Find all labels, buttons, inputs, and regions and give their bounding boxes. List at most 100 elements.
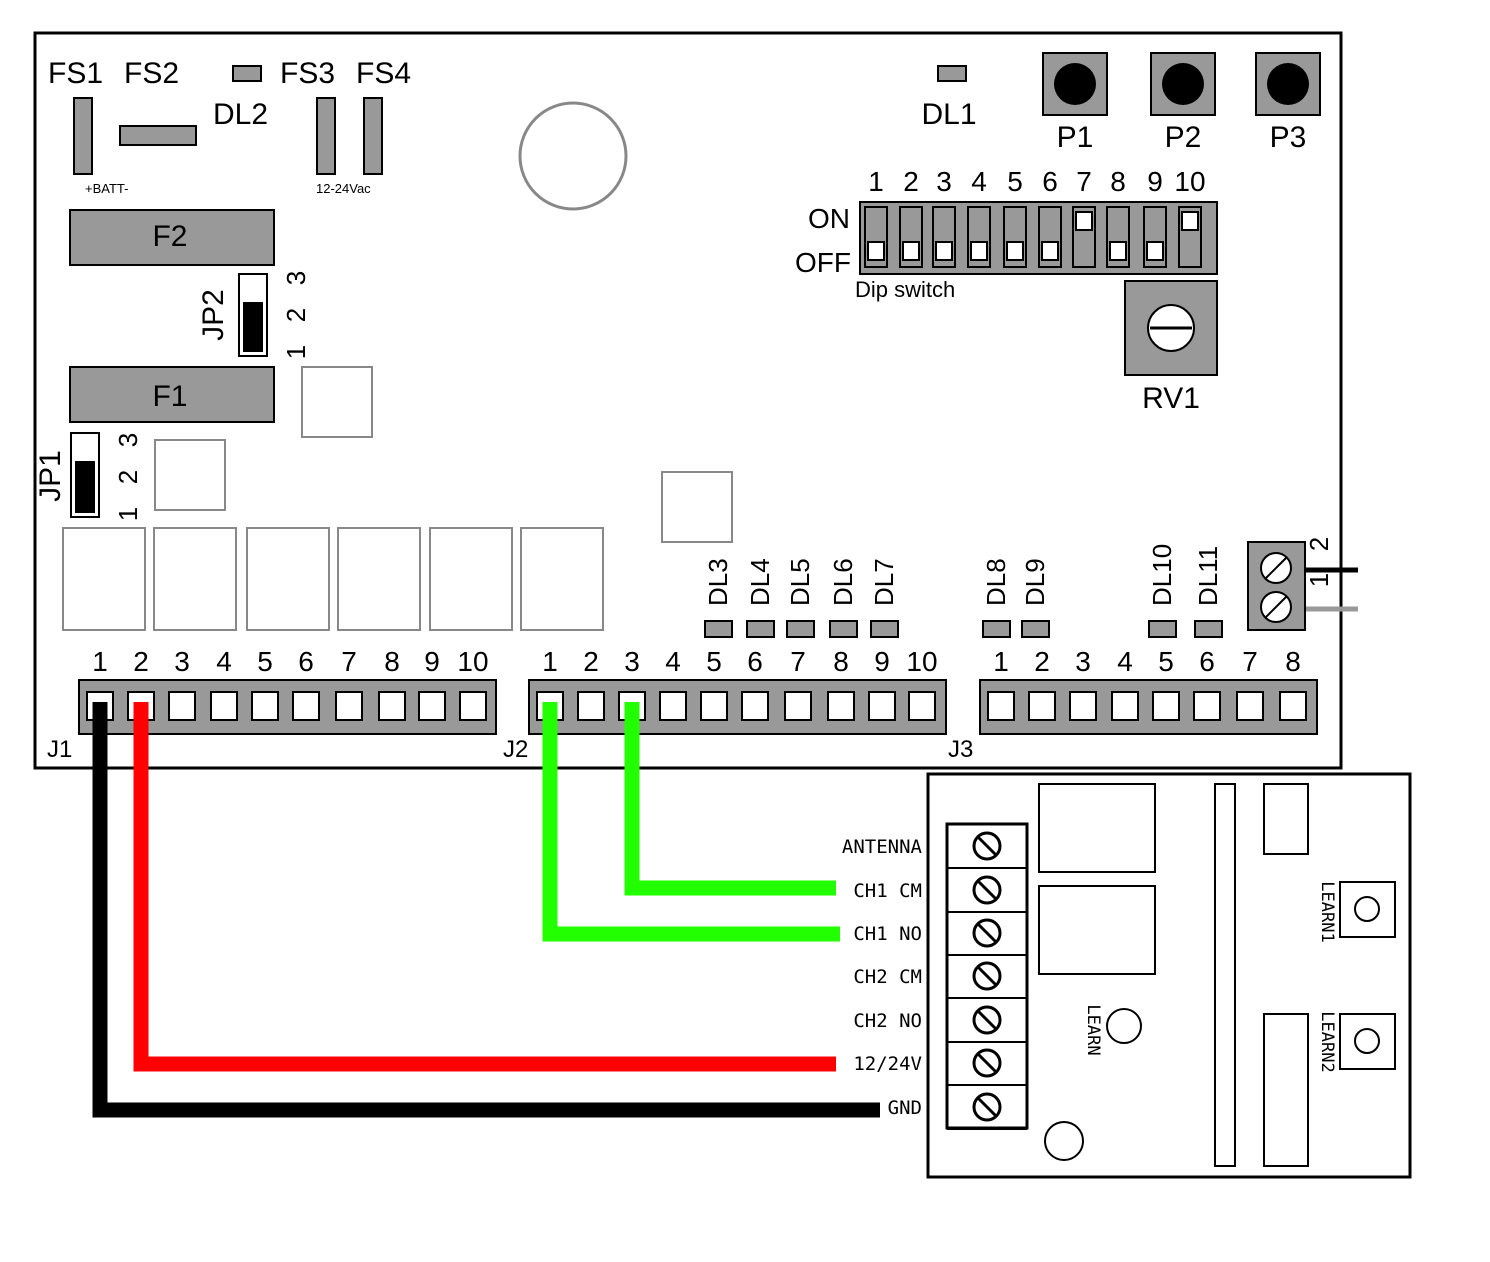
- p3-button[interactable]: [1255, 52, 1321, 116]
- j3-pin-5[interactable]: [1152, 691, 1180, 721]
- receiver-component: [1263, 783, 1309, 855]
- rx-terminal-2[interactable]: [947, 875, 1027, 913]
- dip-number: 3: [936, 166, 952, 197]
- component-box: [661, 471, 733, 543]
- jp1-pin-2: 2: [113, 470, 143, 484]
- learn2-button[interactable]: [1339, 1013, 1396, 1070]
- j2-pin-9[interactable]: [868, 691, 896, 721]
- fs2-fuse: [119, 125, 197, 146]
- receiver-relay: [1038, 783, 1156, 873]
- rx-terminal-5[interactable]: [947, 1005, 1027, 1043]
- fs2-label: FS2: [124, 57, 179, 90]
- j3-pin-2[interactable]: [1028, 691, 1056, 721]
- dip-switch-2[interactable]: [899, 206, 923, 268]
- dip-number: 4: [971, 166, 987, 197]
- j2-pin-2[interactable]: [577, 691, 605, 721]
- j2-pin-7[interactable]: [784, 691, 812, 721]
- rx-terminal-4[interactable]: [947, 961, 1027, 999]
- j2-label: J2: [503, 736, 528, 763]
- j2-pin-5[interactable]: [700, 691, 728, 721]
- dip-switch-6[interactable]: [1038, 206, 1062, 268]
- dip-switch-7[interactable]: [1072, 206, 1096, 268]
- j3-pin-1[interactable]: [987, 691, 1015, 721]
- led-dl4: [746, 620, 775, 638]
- j1-pin-7[interactable]: [335, 691, 363, 721]
- jp1-jumper[interactable]: [70, 432, 100, 518]
- p2-button[interactable]: [1150, 52, 1216, 116]
- dip-number: 6: [1042, 166, 1058, 197]
- dip-number: 1: [868, 166, 884, 197]
- j2-pin-number: 7: [790, 646, 806, 677]
- rx-terminal-label: CH2 CM: [853, 966, 922, 988]
- rx-terminal-1[interactable]: [947, 831, 1027, 869]
- j3-pin-6[interactable]: [1193, 691, 1221, 721]
- j3-pin-number: 6: [1199, 646, 1215, 677]
- j1-pin-3[interactable]: [168, 691, 196, 721]
- led-dl3: [704, 620, 733, 638]
- j2-pin-10[interactable]: [908, 691, 936, 721]
- led-label: DL8: [981, 558, 1011, 606]
- dip-slider: [902, 241, 920, 261]
- rx-terminal-6[interactable]: [947, 1048, 1027, 1086]
- j1-pin-number: 8: [384, 646, 400, 677]
- learn2-label: LEARN2: [1317, 1011, 1337, 1072]
- jp1-pin-1: 1: [113, 507, 143, 521]
- fs4-fuse: [363, 97, 383, 175]
- j2-pin-4[interactable]: [659, 691, 687, 721]
- j1-pin-5[interactable]: [251, 691, 279, 721]
- dip-switch-4[interactable]: [967, 206, 991, 268]
- jp2-pin-1: 1: [281, 345, 311, 359]
- led-dl9: [1021, 620, 1050, 638]
- j3-pin-8[interactable]: [1279, 691, 1307, 721]
- j2-pin-number: 3: [624, 646, 640, 677]
- capacitor: [518, 101, 628, 211]
- jp2-jumper[interactable]: [238, 273, 268, 357]
- j1-pin-6[interactable]: [292, 691, 320, 721]
- dip-slider: [1109, 241, 1127, 261]
- dip-number: 2: [903, 166, 919, 197]
- dip-switch-5[interactable]: [1003, 206, 1027, 268]
- led-label: DL3: [703, 558, 733, 606]
- component-box: [154, 439, 226, 511]
- fs1-label: FS1: [48, 57, 103, 90]
- dip-slider: [1006, 241, 1024, 261]
- j1-pin-8[interactable]: [378, 691, 406, 721]
- jp1-label: JP1: [34, 450, 67, 502]
- rx-terminal-label: 12/24V: [853, 1053, 922, 1075]
- j1-pin-9[interactable]: [418, 691, 446, 721]
- rx-terminal-label: CH2 NO: [853, 1010, 922, 1032]
- j2-pin-number: 5: [706, 646, 722, 677]
- learn1-button[interactable]: [1339, 881, 1396, 938]
- j2-pin-6[interactable]: [741, 691, 769, 721]
- dip-switch-10[interactable]: [1178, 206, 1202, 268]
- batt-label: +BATT-: [85, 181, 128, 196]
- rx-terminal-label: GND: [888, 1097, 922, 1119]
- j3-pin-4[interactable]: [1111, 691, 1139, 721]
- j3-pin-3[interactable]: [1069, 691, 1097, 721]
- dl2-led: [232, 65, 262, 82]
- dip-number: 5: [1007, 166, 1023, 197]
- dip-switch-3[interactable]: [932, 206, 956, 268]
- j3-pin-number: 2: [1034, 646, 1050, 677]
- j1-pin-10[interactable]: [459, 691, 487, 721]
- rx-terminal-7[interactable]: [947, 1092, 1027, 1130]
- dip-switch-9[interactable]: [1143, 206, 1167, 268]
- dip-switch-1[interactable]: [864, 206, 888, 268]
- j2-pin-8[interactable]: [827, 691, 855, 721]
- rx-terminal-label: CH1 CM: [853, 880, 922, 902]
- j1-pin-4[interactable]: [210, 691, 238, 721]
- fs3-fuse: [316, 97, 336, 175]
- fs1-fuse: [73, 97, 93, 175]
- j2-pin-number: 8: [833, 646, 849, 677]
- rv1-trimmer[interactable]: [1124, 280, 1218, 376]
- rx-terminal-3[interactable]: [947, 918, 1027, 956]
- dip-switch-8[interactable]: [1106, 206, 1130, 268]
- dip-number: 10: [1174, 166, 1205, 197]
- j3-pin-7[interactable]: [1236, 691, 1264, 721]
- p1-button[interactable]: [1042, 52, 1108, 116]
- j3-label: J3: [948, 736, 973, 763]
- j3-pin-number: 1: [993, 646, 1009, 677]
- dip-slider: [1181, 211, 1199, 231]
